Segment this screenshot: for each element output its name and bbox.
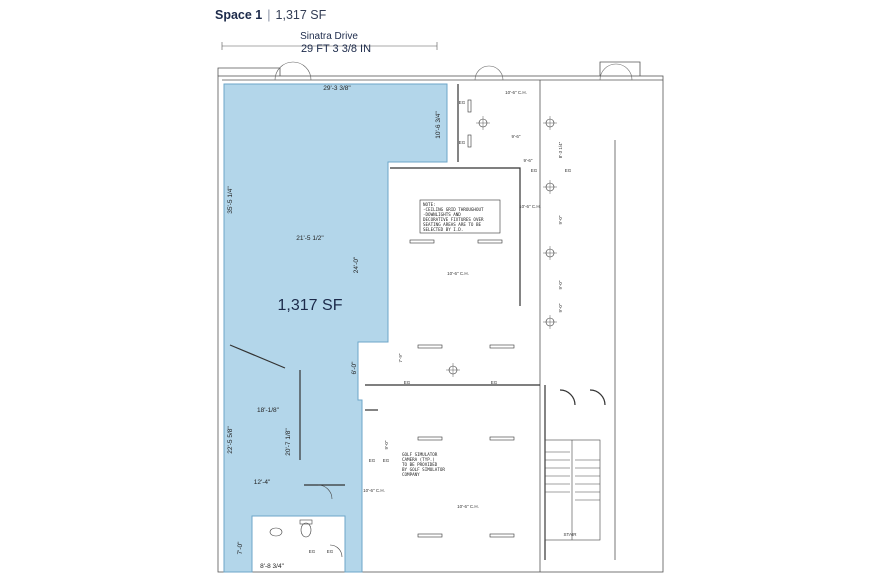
space-area: 1,317 SF bbox=[275, 8, 327, 22]
eg-tag: EG bbox=[565, 168, 572, 173]
dim-vertical-20: 20'-7 1/8" bbox=[285, 428, 292, 456]
stair-label: STAIR bbox=[564, 532, 578, 537]
eg-tag: EG bbox=[491, 380, 498, 385]
span-side-a: 8'-3 1/4" bbox=[558, 141, 563, 158]
ceiling-note-line: SELECTED BY I.D. bbox=[423, 227, 463, 232]
eg-tag: EG bbox=[369, 458, 376, 463]
interior-walls bbox=[229, 84, 606, 560]
frontage-street: Sinatra Drive bbox=[300, 31, 358, 42]
space-title: Space 1 bbox=[215, 8, 263, 22]
dim-bottom-width: 8'-8 3/4" bbox=[260, 563, 284, 570]
stair bbox=[544, 439, 601, 541]
ceiling-note-line: -DOWNLIGHTS AND bbox=[423, 212, 461, 217]
span-side-d: 9'-0" bbox=[558, 303, 563, 312]
span-9a: 9'-6" bbox=[512, 134, 521, 139]
restroom-fixtures bbox=[269, 484, 343, 558]
ceiling-height-lower: 10'-6" C.H. bbox=[457, 504, 479, 509]
span-9b: 9'-6" bbox=[524, 158, 533, 163]
dim-left-upper: 35'-5 1/4" bbox=[227, 186, 234, 214]
header-separator: | bbox=[267, 8, 271, 22]
dim-width-12: 12'-4" bbox=[254, 479, 271, 486]
light-fixtures bbox=[448, 118, 555, 375]
dim-vertical-7: 7'-0" bbox=[237, 541, 244, 555]
frontage-width: 29 FT 3 3/8 IN bbox=[301, 43, 371, 55]
golf-note-line: CAMERA (TYP.) bbox=[402, 457, 435, 462]
eg-tags: EG EG EG EG EG EG EG EG EG EG bbox=[309, 100, 572, 554]
eg-tag: EG bbox=[459, 140, 466, 145]
ceiling-height-right: 10'-6" C.H. bbox=[519, 204, 541, 209]
golf-note-line: BY GOLF SIMULATOR bbox=[402, 467, 445, 472]
dim-right-jog: 10'-6 3/4" bbox=[435, 111, 442, 139]
golf-note-line: TO BE PROVIDED bbox=[402, 462, 438, 467]
ceiling-height-small: 10'-6" C.H. bbox=[363, 488, 385, 493]
ceiling-height-center: 10'-6" C.H. bbox=[447, 271, 469, 276]
ceiling-note-line: DECORATIVE FIXTURES OVER bbox=[423, 217, 484, 222]
entrance-doors bbox=[274, 61, 633, 81]
ceiling-panels bbox=[409, 99, 515, 538]
span-side-c: 9'-0" bbox=[558, 280, 563, 289]
ceiling-note-line: NOTE: bbox=[423, 202, 436, 207]
dim-small-vert-2: 9'-0" bbox=[384, 440, 389, 449]
eg-tag: EG bbox=[459, 100, 466, 105]
ceiling-note: NOTE: -CEILING GRID THROUGHOUT -DOWNLIGH… bbox=[423, 202, 486, 232]
golf-simulator-note: GOLF SIMULATOR CAMERA (TYP.) TO BE PROVI… bbox=[402, 452, 447, 477]
leased-space-area bbox=[223, 83, 448, 573]
dim-vertical-6: 6'-0" bbox=[351, 361, 358, 375]
dim-top-width: 29'-3 3/8" bbox=[323, 85, 351, 92]
golf-note-line: GOLF SIMULATOR bbox=[402, 452, 438, 457]
space-header: Space 1 | 1,317 SF bbox=[215, 8, 326, 22]
eg-tag: EG bbox=[404, 380, 411, 385]
ceiling-note-line: SEATING AREAS ARE TO BE bbox=[423, 222, 481, 227]
eg-tag: EG bbox=[383, 458, 390, 463]
golf-note-line: COMPANY bbox=[402, 472, 420, 477]
building-outline bbox=[217, 61, 664, 573]
dim-left-lower: 22'-5 5/8" bbox=[227, 426, 234, 454]
eg-tag: EG bbox=[327, 549, 334, 554]
ceiling-note-line: -CEILING GRID THROUGHOUT bbox=[423, 207, 484, 212]
dim-vertical-24: 24'-0" bbox=[353, 256, 360, 273]
dim-mid-width: 21'-5 1/2" bbox=[296, 235, 324, 242]
dim-small-vert: 7'-9" bbox=[398, 353, 403, 362]
ceiling-note-box bbox=[419, 199, 501, 234]
dim-width-18: 18'-1/8" bbox=[257, 407, 280, 414]
eg-tag: EG bbox=[531, 168, 538, 173]
span-side-b: 9'-0" bbox=[558, 215, 563, 224]
ceiling-height-top: 10'-6" C.H. bbox=[505, 90, 527, 95]
fixture-crosshairs bbox=[446, 116, 557, 377]
eg-tag: EG bbox=[309, 549, 316, 554]
leased-space-area-label: 1,317 SF bbox=[278, 297, 343, 314]
